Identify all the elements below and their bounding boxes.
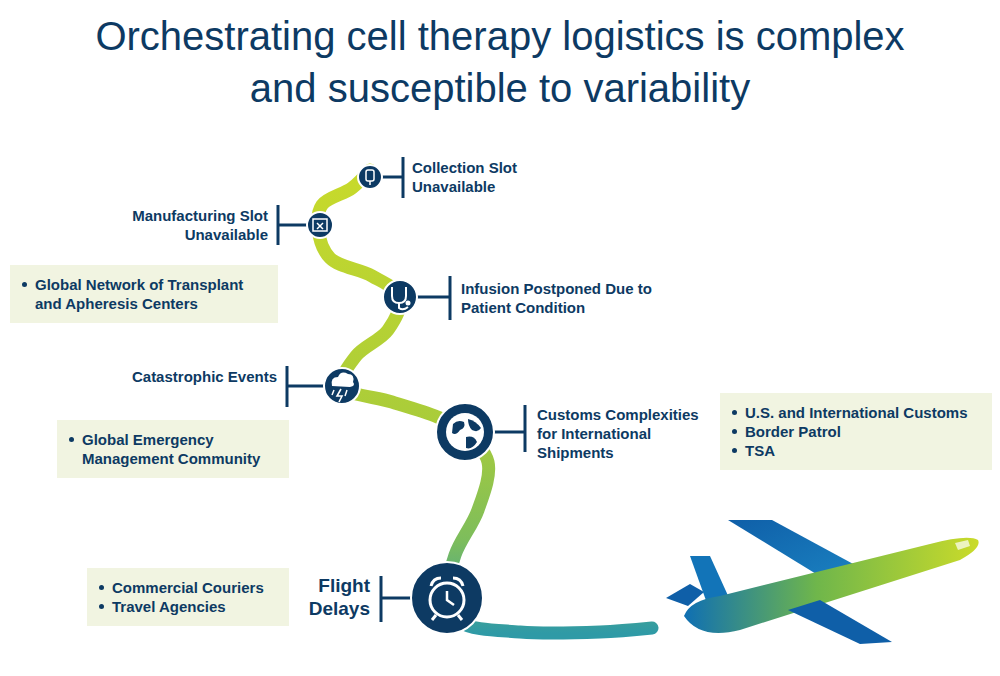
milestone-label: Catastrophic Events xyxy=(130,367,277,386)
diagram-title: Orchestrating cell therapy logistics is … xyxy=(60,10,940,114)
bullet-row: Global Network of Transplant and Apheres… xyxy=(22,275,266,313)
milestone-label: Collection Slot Unavailable xyxy=(412,158,562,196)
resource-text: U.S. and International Customs xyxy=(745,403,968,422)
bullet-row: Border Patrol xyxy=(732,422,980,441)
bullet-dot xyxy=(22,282,27,287)
milestone-label: Infusion Postponed Due to Patient Condit… xyxy=(461,279,701,317)
bullet-row: U.S. and International Customs xyxy=(732,403,980,422)
bullet-row: TSA xyxy=(732,441,980,460)
resource-box: Global Network of Transplant and Apheres… xyxy=(10,265,278,323)
resource-box: Global Emergency Management Community xyxy=(57,420,289,478)
bullet-row: Global Emergency Management Community xyxy=(69,430,277,468)
resource-text: Travel Agencies xyxy=(112,597,226,616)
bullet-row: Travel Agencies xyxy=(99,597,277,616)
resource-text: Global Network of Transplant and Apheres… xyxy=(35,275,266,313)
leader-bars xyxy=(278,157,525,622)
resource-text: Border Patrol xyxy=(745,422,841,441)
bullet-dot xyxy=(99,604,104,609)
milestone-label: Flight Delays xyxy=(290,574,370,620)
resource-box: Commercial CouriersTravel Agencies xyxy=(87,568,289,626)
airplane xyxy=(666,520,979,644)
bullet-dot xyxy=(732,410,737,415)
milestone-label: Manufacturing Slot Unavailable xyxy=(90,206,268,244)
bullet-dot xyxy=(732,429,737,434)
milestone-label: Customs Complexities for International S… xyxy=(537,405,715,462)
resource-text: Global Emergency Management Community xyxy=(82,430,277,468)
bullet-dot xyxy=(99,585,104,590)
bullet-row: Commercial Couriers xyxy=(99,578,277,597)
bullet-dot xyxy=(69,437,74,442)
bullet-dot xyxy=(732,448,737,453)
resource-text: TSA xyxy=(745,441,775,460)
resource-box: U.S. and International CustomsBorder Pat… xyxy=(720,393,992,470)
resource-text: Commercial Couriers xyxy=(112,578,264,597)
milestone-icons xyxy=(307,165,494,634)
road-path xyxy=(318,170,652,633)
